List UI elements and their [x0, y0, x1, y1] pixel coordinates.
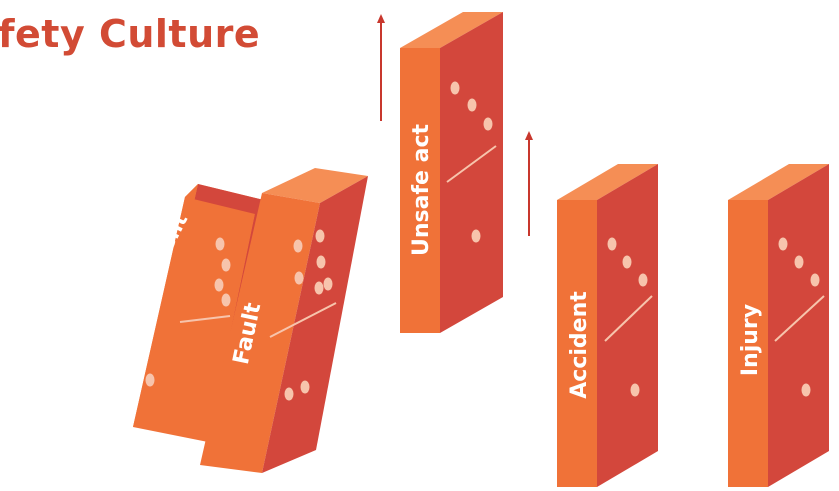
pips-unsafe-act — [450, 81, 493, 243]
domino-label-accident: Accident — [567, 291, 592, 399]
domino-accident: Accident — [557, 164, 658, 487]
domino-injury: Injury — [728, 164, 829, 487]
domino-label-injury: Injury — [738, 304, 763, 376]
domino-unsafe-act: Unsafe act — [400, 12, 503, 333]
pips-injury — [778, 237, 820, 397]
domino-label-unsafe-act: Unsafe act — [409, 124, 434, 257]
pips-accident — [607, 237, 648, 397]
up-arrow-accident — [525, 131, 533, 236]
pips-social-environment — [145, 237, 231, 387]
up-arrow-unsafe-act — [377, 14, 385, 121]
domino-fault: Fault — [200, 168, 368, 473]
pips-fault — [284, 229, 333, 401]
page-title: fety Culture — [0, 12, 261, 56]
